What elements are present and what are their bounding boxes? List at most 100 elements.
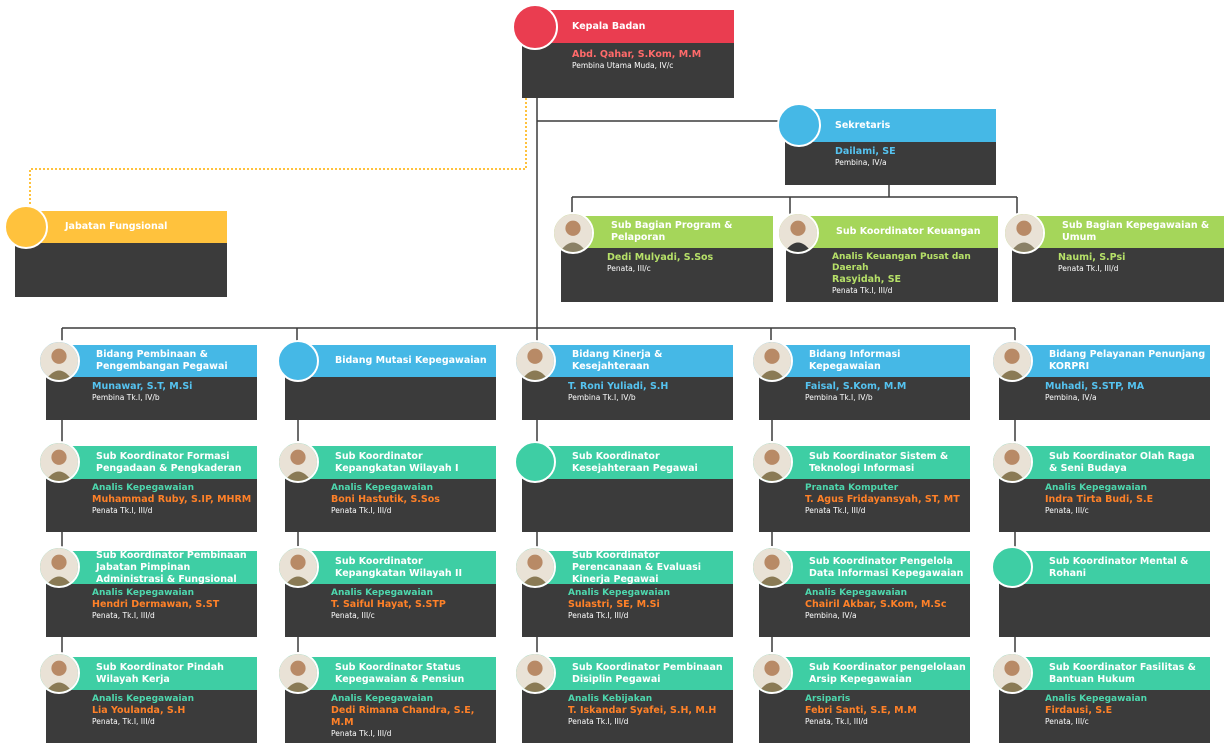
sub-card-0-1[interactable]: Sub Koordinator Pembinaan Jabatan Pimpin… bbox=[38, 546, 257, 637]
sekretaris-card[interactable]: Sekretaris Dailami, SE Pembina, IV/a bbox=[777, 103, 996, 185]
sub-card-3-1-role: Analis Kepegawaian bbox=[805, 588, 908, 598]
sub-card-3-0-name: T. Agus Fridayansyah, ST, MT bbox=[805, 494, 960, 505]
sub-card-3-1-header: Sub Koordinator Pengelola Data Informasi… bbox=[759, 551, 970, 584]
sub-card-0-1-role: Analis Kepegawaian bbox=[92, 588, 195, 598]
bidang-card-4-rank: Pembina, IV/a bbox=[1045, 393, 1097, 402]
bidang-card-3-name: Faisal, S.Kom, M.M bbox=[805, 381, 907, 392]
sub-card-3-2-header: Sub Koordinator pengelolaan Arsip Kepega… bbox=[759, 657, 970, 690]
bidang-card-3-rank: Pembina Tk.I, IV/b bbox=[805, 393, 873, 402]
sub-card-0-2-role: Analis Kepegawaian bbox=[92, 694, 195, 704]
sub-card-4-1[interactable]: Sub Koordinator Mental & Rohani bbox=[991, 546, 1210, 637]
bidang-card-2-rank: Pembina Tk.I, IV/b bbox=[568, 393, 636, 402]
sub-card-1-1-role: Analis Kepegawaian bbox=[331, 588, 434, 598]
sub-card-0-1-rank: Penata, Tk.I, III/d bbox=[92, 611, 155, 620]
sub-card-3-1[interactable]: Sub Koordinator Pengelola Data Informasi… bbox=[751, 546, 970, 637]
sub-card-4-2-header: Sub Koordinator Fasilitas & Bantuan Huku… bbox=[999, 657, 1210, 690]
sub-card-3-2[interactable]: Sub Koordinator pengelolaan Arsip Kepega… bbox=[751, 652, 970, 743]
sub-card-3-0[interactable]: Sub Koordinator Sistem & Teknologi Infor… bbox=[751, 441, 970, 532]
sub-card-3-1-title: Sub Koordinator Pengelola Data Informasi… bbox=[809, 555, 964, 579]
sub-card-0-1-name: Hendri Dermawan, S.ST bbox=[92, 599, 220, 610]
sub-card-3-1-name: Chairil Akbar, S.Kom, M.Sc bbox=[805, 599, 947, 610]
sub-card-1-1[interactable]: Sub Koordinator Kepangkatan Wilayah II An… bbox=[277, 546, 496, 637]
sub-card-0-1-title: Sub Koordinator Pembinaan Jabatan Pimpin… bbox=[96, 549, 247, 585]
sekretaris-rank: Pembina, IV/a bbox=[835, 158, 887, 167]
subbagian-card-1-avatar bbox=[777, 212, 819, 254]
sub-card-4-0-title: Sub Koordinator Olah Raga & Seni Budaya bbox=[1049, 450, 1195, 474]
sub-card-4-1-title: Sub Koordinator Mental & Rohani bbox=[1049, 555, 1189, 579]
sub-card-4-2-role: Analis Kepegawaian bbox=[1045, 694, 1148, 704]
sub-card-2-1[interactable]: Sub Koordinator Perencanaan & Evaluasi K… bbox=[514, 546, 733, 637]
bidang-card-4-title: Bidang Pelayanan Penunjang KORPRI bbox=[1049, 349, 1206, 372]
sub-card-2-1-header: Sub Koordinator Perencanaan & Evaluasi K… bbox=[522, 550, 733, 585]
sub-card-0-2-avatar bbox=[38, 652, 80, 694]
sub-card-0-1-header: Sub Koordinator Pembinaan Jabatan Pimpin… bbox=[46, 549, 257, 585]
sub-card-1-0-name: Boni Hastutik, S.Sos bbox=[331, 494, 440, 505]
sub-card-2-2[interactable]: Sub Koordinator Pembinaan Disiplin Pegaw… bbox=[514, 652, 733, 743]
bidang-card-3-title: Bidang Informasi Kepegawaian bbox=[809, 349, 901, 372]
subbagian-card-0-rank: Penata, III/c bbox=[607, 264, 651, 273]
bidang-card-4-avatar bbox=[991, 340, 1033, 382]
sub-card-0-0-name: Muhammad Ruby, S.IP, MHRM bbox=[92, 494, 252, 505]
bidang-card-1[interactable]: Bidang Mutasi Kepegawaian bbox=[277, 340, 496, 420]
sub-card-4-2[interactable]: Sub Koordinator Fasilitas & Bantuan Huku… bbox=[991, 652, 1210, 743]
sub-card-2-1-rank: Penata Tk.I, III/d bbox=[568, 611, 629, 620]
subbagian-card-1-name: Rasyidah, SE bbox=[832, 274, 902, 285]
subbagian-card-2-title: Sub Bagian Kepegawaian & Umum bbox=[1062, 220, 1210, 243]
sub-card-2-0-body bbox=[522, 479, 733, 532]
sekretaris-title: Sekretaris bbox=[835, 119, 891, 131]
sub-card-3-0-title: Sub Koordinator Sistem & Teknologi Infor… bbox=[809, 450, 949, 474]
sub-card-3-1-avatar bbox=[751, 546, 793, 588]
sub-card-1-2-avatar bbox=[277, 652, 319, 694]
fungsional-card[interactable]: Jabatan Fungsional bbox=[4, 205, 227, 297]
bidang-card-1-avatar bbox=[277, 340, 319, 382]
sub-card-0-0-title: Sub Koordinator Formasi Pengadaan & Peng… bbox=[96, 450, 242, 474]
sub-card-4-2-rank: Penata, III/c bbox=[1045, 717, 1089, 726]
sekretaris-avatar bbox=[777, 103, 821, 147]
bidang-card-2-name: T. Roni Yuliadi, S.H bbox=[568, 381, 669, 392]
sub-card-1-2[interactable]: Sub Koordinator Status Kepegawaian & Pen… bbox=[277, 652, 496, 743]
sub-card-1-1-rank: Penata, III/c bbox=[331, 611, 375, 620]
sub-card-0-0[interactable]: Sub Koordinator Formasi Pengadaan & Peng… bbox=[38, 441, 257, 532]
sub-card-2-1-avatar bbox=[514, 546, 556, 588]
sub-card-4-0-rank: Penata, III/c bbox=[1045, 506, 1089, 515]
sub-card-0-2-title: Sub Koordinator Pindah Wilayah Kerja bbox=[96, 661, 224, 685]
sub-card-1-0-title: Sub Koordinator Kepangkatan Wilayah I bbox=[335, 450, 459, 474]
sub-card-2-2-avatar bbox=[514, 652, 556, 694]
head-card[interactable]: Kepala Badan Abd. Qahar, S.Kom, M.M Pemb… bbox=[512, 4, 734, 98]
sub-card-4-1-body bbox=[999, 584, 1210, 637]
sub-card-0-1-avatar bbox=[38, 546, 80, 588]
sub-card-1-1-name: T. Saiful Hayat, S.STP bbox=[331, 599, 446, 610]
sub-card-2-2-header: Sub Koordinator Pembinaan Disiplin Pegaw… bbox=[522, 657, 733, 690]
sub-card-2-0[interactable]: Sub Koordinator Kesejahteraan Pegawai bbox=[514, 441, 733, 532]
sub-card-2-0-title: Sub Koordinator Kesejahteraan Pegawai bbox=[572, 450, 698, 474]
sub-card-1-1-title: Sub Koordinator Kepangkatan Wilayah II bbox=[335, 555, 463, 579]
sub-card-0-2-name: Lia Youlanda, S.H bbox=[92, 705, 186, 716]
sub-card-1-1-avatar bbox=[277, 546, 319, 588]
sekretaris-name: Dailami, SE bbox=[835, 146, 896, 157]
sub-card-4-1-header: Sub Koordinator Mental & Rohani bbox=[999, 551, 1210, 584]
subbagian-card-1-title: Sub Koordinator Keuangan bbox=[836, 226, 981, 237]
subbagian-card-1-rank: Penata Tk.I, III/d bbox=[832, 286, 893, 295]
sub-card-3-2-role: Arsiparis bbox=[805, 694, 851, 704]
sub-card-1-0-rank: Penata Tk.I, III/d bbox=[331, 506, 392, 515]
